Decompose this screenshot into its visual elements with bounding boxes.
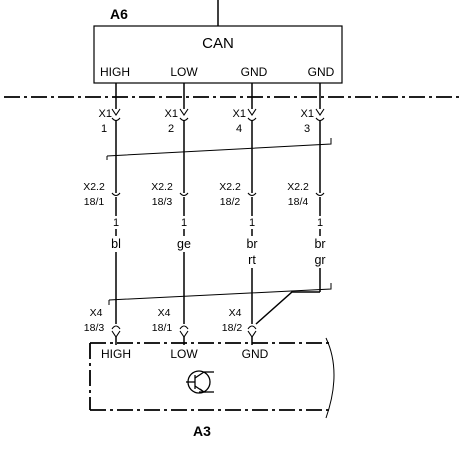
a3-signal-gnd: GND <box>242 347 269 361</box>
x22-label-2: X2.2 <box>151 181 173 193</box>
x22-terminal-4 <box>315 192 325 197</box>
x22-pin-4: 18/4 <box>288 196 309 208</box>
wire-number-2: 1 <box>181 217 187 229</box>
x1-label-2: X1 <box>165 108 178 120</box>
x22-terminal-2 <box>179 192 189 197</box>
wire-color-4-stripe: gr <box>314 253 325 267</box>
a6-signal-high: HIGH <box>100 65 130 79</box>
wires <box>115 83 321 325</box>
x22-connector-symbols <box>111 192 325 197</box>
wire-number-3: 1 <box>249 217 255 229</box>
x1-pin-2: 2 <box>168 123 174 135</box>
x4-pin-1: 18/3 <box>84 322 105 334</box>
a6-signal-gnd-1: GND <box>241 65 268 79</box>
transistor-symbol-icon <box>186 370 214 394</box>
wire-color-4: br <box>314 237 325 251</box>
a6-signal-gnd-2: GND <box>308 65 335 79</box>
x22-label-3: X2.2 <box>219 181 241 193</box>
harness-bracket-lower <box>108 283 332 301</box>
x4-terminal-1 <box>111 325 121 338</box>
a3-signal-high: HIGH <box>101 347 131 361</box>
x1-label-3: X1 <box>233 108 246 120</box>
x22-label-4: X2.2 <box>287 181 309 193</box>
x4-terminal-2 <box>179 325 189 338</box>
x1-label-1: X1 <box>99 108 112 120</box>
wire-number-1: 1 <box>113 217 119 229</box>
wire-color-2: ge <box>177 237 191 251</box>
module-a3-boundary <box>89 342 330 411</box>
x1-terminal-2 <box>179 108 189 122</box>
x1-pin-3: 4 <box>236 123 242 135</box>
wire-number-4: 1 <box>317 217 323 229</box>
module-a6-bus-label: CAN <box>202 35 234 52</box>
harness-bracket-upper <box>106 138 332 157</box>
wire-color-3: br <box>246 237 257 251</box>
x22-label-1: X2.2 <box>83 181 105 193</box>
x22-terminal-1 <box>111 192 121 197</box>
module-a6-name: A6 <box>110 6 128 22</box>
x4-label-3: X4 <box>229 307 242 319</box>
module-a6-box <box>93 25 343 84</box>
x4-label-1: X4 <box>90 307 103 319</box>
x22-pin-1: 18/1 <box>84 196 105 208</box>
x4-pin-2: 18/1 <box>152 322 173 334</box>
x22-terminal-3 <box>247 192 257 197</box>
module-a3-name: A3 <box>193 423 211 439</box>
x22-pin-2: 18/3 <box>152 196 173 208</box>
x1-terminal-4 <box>315 108 325 122</box>
x1-pin-1: 1 <box>101 123 107 135</box>
x4-terminal-3 <box>247 325 257 338</box>
x1-pin-4: 3 <box>304 123 310 135</box>
wire-color-1: bl <box>111 237 121 251</box>
transistor-emitter-arrow <box>199 388 206 393</box>
x4-pin-3: 18/2 <box>222 322 243 334</box>
x1-connector-symbols <box>111 108 325 122</box>
a3-break-curve <box>325 337 335 419</box>
x1-label-4: X1 <box>301 108 314 120</box>
wire-4-splice-jog <box>255 291 320 325</box>
a3-signal-low: LOW <box>170 347 198 361</box>
x4-label-2: X4 <box>158 307 171 319</box>
x1-terminal-3 <box>247 108 257 122</box>
x22-pin-3: 18/2 <box>220 196 241 208</box>
wire-color-3-stripe: rt <box>248 253 256 267</box>
a6-signal-low: LOW <box>170 65 198 79</box>
x1-terminal-1 <box>111 108 121 122</box>
